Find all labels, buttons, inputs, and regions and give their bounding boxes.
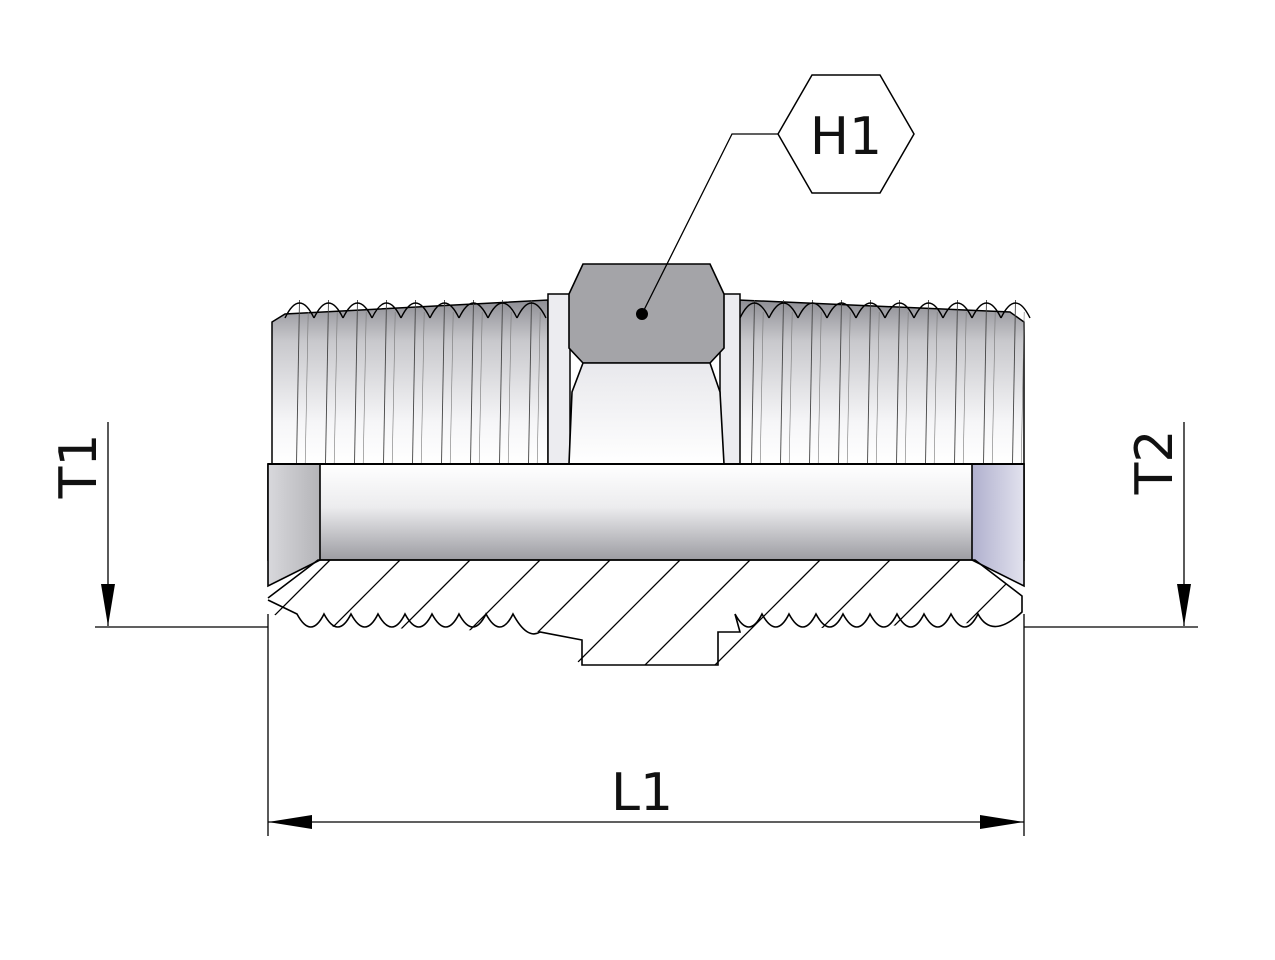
collar-left bbox=[547, 293, 571, 465]
thread-left bbox=[271, 299, 549, 465]
t1-label: T1 bbox=[49, 434, 109, 500]
dimension-t2: T2 bbox=[1024, 422, 1198, 628]
hex-body bbox=[568, 263, 725, 465]
hex-callout-badge bbox=[777, 74, 915, 194]
thread-crests-right bbox=[739, 299, 1031, 465]
bore-section bbox=[267, 463, 1025, 588]
l1-label: L1 bbox=[611, 763, 673, 823]
callout-h1: H1 bbox=[636, 74, 915, 320]
thread-crests-left bbox=[284, 299, 547, 465]
dimension-l1: L1 bbox=[267, 614, 1025, 836]
dimension-t1: T1 bbox=[49, 422, 268, 628]
thread-right bbox=[737, 299, 1031, 465]
section-hatch bbox=[267, 559, 1023, 666]
h1-label: H1 bbox=[810, 107, 882, 167]
t2-label: T2 bbox=[1125, 430, 1185, 496]
